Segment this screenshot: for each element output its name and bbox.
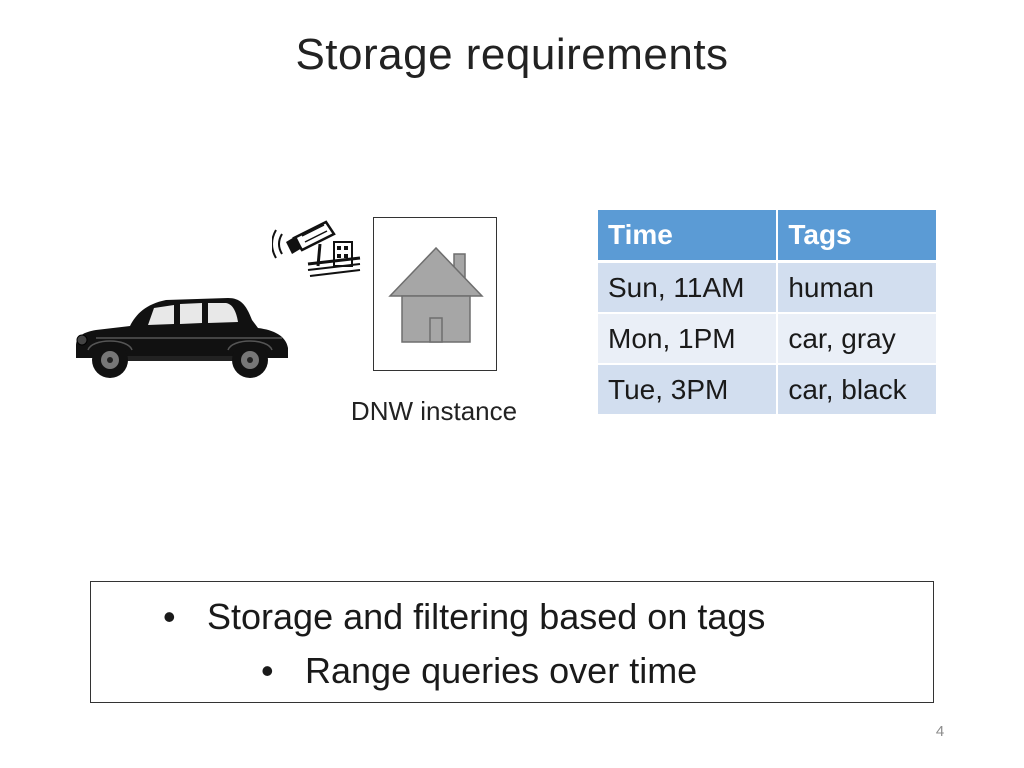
table-row: Tue, 3PM car, black: [598, 364, 936, 416]
bullet-marker: •: [261, 650, 274, 691]
slide-title: Storage requirements: [295, 30, 729, 79]
table-row: Sun, 11AM human: [598, 261, 936, 314]
table-cell-tags: human: [777, 261, 936, 314]
bullet-text: Storage and filtering based on tags: [207, 596, 766, 637]
tags-table: Time Tags Sun, 11AM human Mon, 1PM car, …: [598, 210, 936, 416]
bullet-text: Range queries over time: [305, 650, 698, 691]
page-number: 4: [935, 723, 945, 740]
table-cell-time: Mon, 1PM: [598, 313, 779, 365]
bullet-box: • Storage and filtering based on tags • Ra…: [90, 581, 934, 703]
table-cell-tags: car, gray: [777, 313, 936, 365]
bullet-marker: •: [163, 596, 176, 637]
dnw-instance-caption: DNW instance: [350, 396, 518, 426]
vintage-car-icon: [76, 298, 288, 378]
house-icon: [388, 246, 484, 343]
table-cell-time: Sun, 11AM: [598, 261, 779, 314]
column-header-tags: Tags: [777, 210, 936, 263]
security-camera-icon: [272, 220, 361, 277]
table-row: Mon, 1PM car, gray: [598, 313, 936, 365]
table-cell-time: Tue, 3PM: [598, 364, 779, 416]
bullet-item: • Storage and filtering based on tags: [163, 596, 765, 638]
bullet-item: • Range queries over time: [261, 650, 697, 692]
table-cell-tags: car, black: [777, 364, 936, 416]
dnw-instance-frame: [373, 217, 497, 371]
table-header-row: Time Tags: [598, 210, 936, 263]
column-header-time: Time: [598, 210, 779, 263]
